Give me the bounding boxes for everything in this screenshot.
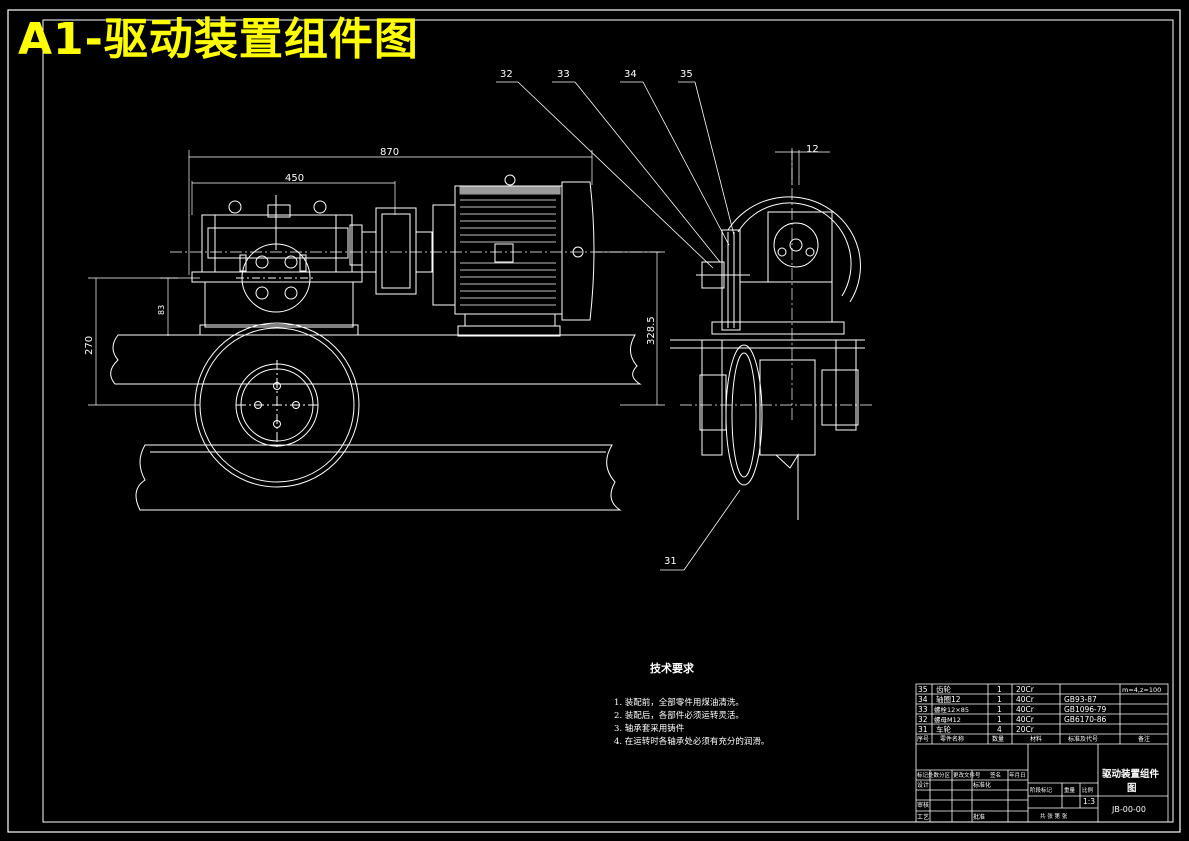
bom-row-34-std: GB93-87 [1064, 695, 1097, 704]
side-view [670, 148, 875, 520]
rail-outline [135, 444, 622, 511]
bom-row-33-qty: 1 [997, 705, 1002, 714]
bom-row-33-material: 40Cr [1016, 705, 1035, 714]
beam-outline [110, 334, 642, 385]
bom-header-qty: 数量 [992, 735, 1004, 743]
gear-guard [727, 196, 861, 303]
bom-row-35-material: 20Cr [1016, 685, 1035, 694]
drawing-title: A1-驱动装置组件图 [18, 14, 419, 65]
balloon-31: 31 [664, 556, 677, 567]
front-view [88, 150, 665, 511]
dim-83: 83 [157, 305, 166, 315]
tb-label-process: 工艺 [917, 813, 929, 821]
bom-header-no: 序号 [917, 735, 929, 743]
tb-label-change: 标记处数分区 [917, 771, 951, 779]
outer-frame [7, 9, 1181, 833]
bom-row-31-qty: 4 [997, 725, 1002, 734]
tb-label-review: 审核 [917, 801, 929, 809]
bom-header-note: 备注 [1138, 735, 1150, 743]
tech-req-item-3: 3. 轴承套采用铸件 [614, 724, 685, 734]
tb-label-stage: 阶段标记 [1030, 786, 1053, 794]
tb-label-std: 标准化 [973, 781, 991, 789]
bom-row-33-name: 螺栓12×85 [934, 705, 969, 714]
inner-frame [42, 19, 1174, 823]
bom-row-35-note: m=4,z=100 [1122, 686, 1161, 694]
bom-row-32-no: 32 [918, 715, 928, 724]
bom-row-34-no: 34 [918, 695, 928, 704]
leader-lines [496, 81, 741, 571]
tb-label-approve: 批准 [973, 813, 985, 821]
tb-label-sheets: 共 张 第 张 [1040, 812, 1068, 820]
tb-drawing-no: JB-00-00 [1111, 805, 1146, 814]
side-wheel [725, 344, 763, 486]
bom-row-35-qty: 1 [997, 685, 1002, 694]
bom-row-33-std: GB1096-79 [1064, 705, 1107, 714]
tech-req-title: 技术要求 [650, 662, 694, 675]
tb-label-design: 设计 [917, 781, 929, 789]
tb-drawing-name-1: 驱动装置组件 [1102, 768, 1160, 780]
coupling [361, 207, 433, 295]
bom-row-31-material: 20Cr [1016, 725, 1035, 734]
motor-fins [460, 199, 556, 306]
bom-header-std: 标准及代号 [1068, 735, 1098, 743]
tb-label-sign: 签名 [990, 771, 1001, 779]
dim-12: 12 [806, 144, 819, 155]
front-dimensions [88, 150, 665, 406]
dim-270: 270 [84, 336, 95, 355]
tb-scale-value: 1:3 [1083, 797, 1095, 806]
bom-row-34-material: 40Cr [1016, 695, 1035, 704]
tb-label-date: 年月日 [1009, 771, 1026, 779]
tech-req-item-2: 2. 装配后，各部件必须运转灵活。 [614, 711, 744, 721]
bom-header-name: 零件名称 [940, 735, 964, 743]
bom-row-32-material: 40Cr [1016, 715, 1035, 724]
bom-header-material: 材料 [1030, 735, 1042, 743]
balloon-33: 33 [557, 69, 570, 80]
bom-row-34-qty: 1 [997, 695, 1002, 704]
tech-req-item-4: 4. 在运转时各轴承处必须有充分的润滑。 [614, 737, 770, 747]
bom-row-33-no: 33 [918, 705, 928, 714]
bom-row-35-name: 齿轮 [936, 684, 951, 694]
bom-row-32-std: GB6170-86 [1064, 715, 1107, 724]
balloon-35: 35 [680, 69, 693, 80]
dim-870: 870 [380, 147, 399, 158]
motor [432, 174, 595, 337]
balloon-32: 32 [500, 69, 513, 80]
motor-top-shade [459, 185, 561, 195]
tb-label-doc: 更改文件号 [953, 771, 981, 779]
bom-row-32-qty: 1 [997, 715, 1002, 724]
dim-450: 450 [285, 173, 304, 184]
tb-drawing-name-2: 图 [1127, 783, 1137, 794]
tb-label-weight: 重量 [1064, 786, 1076, 794]
tb-label-scale: 比例 [1082, 786, 1094, 794]
balloon-34: 34 [624, 69, 637, 80]
tech-req-item-1: 1. 装配前，全部零件用煤油清洗。 [614, 698, 744, 708]
bom-row-34-name: 轴圈12 [936, 694, 961, 704]
dim-328: 328.5 [646, 316, 657, 345]
bom-row-31-no: 31 [918, 725, 928, 734]
reducer [201, 195, 363, 313]
title-block [915, 683, 1169, 823]
bom-row-31-name: 车轮 [936, 724, 951, 734]
bom-row-32-name: 螺母M12 [934, 715, 961, 724]
bom-row-35-no: 35 [918, 685, 928, 694]
